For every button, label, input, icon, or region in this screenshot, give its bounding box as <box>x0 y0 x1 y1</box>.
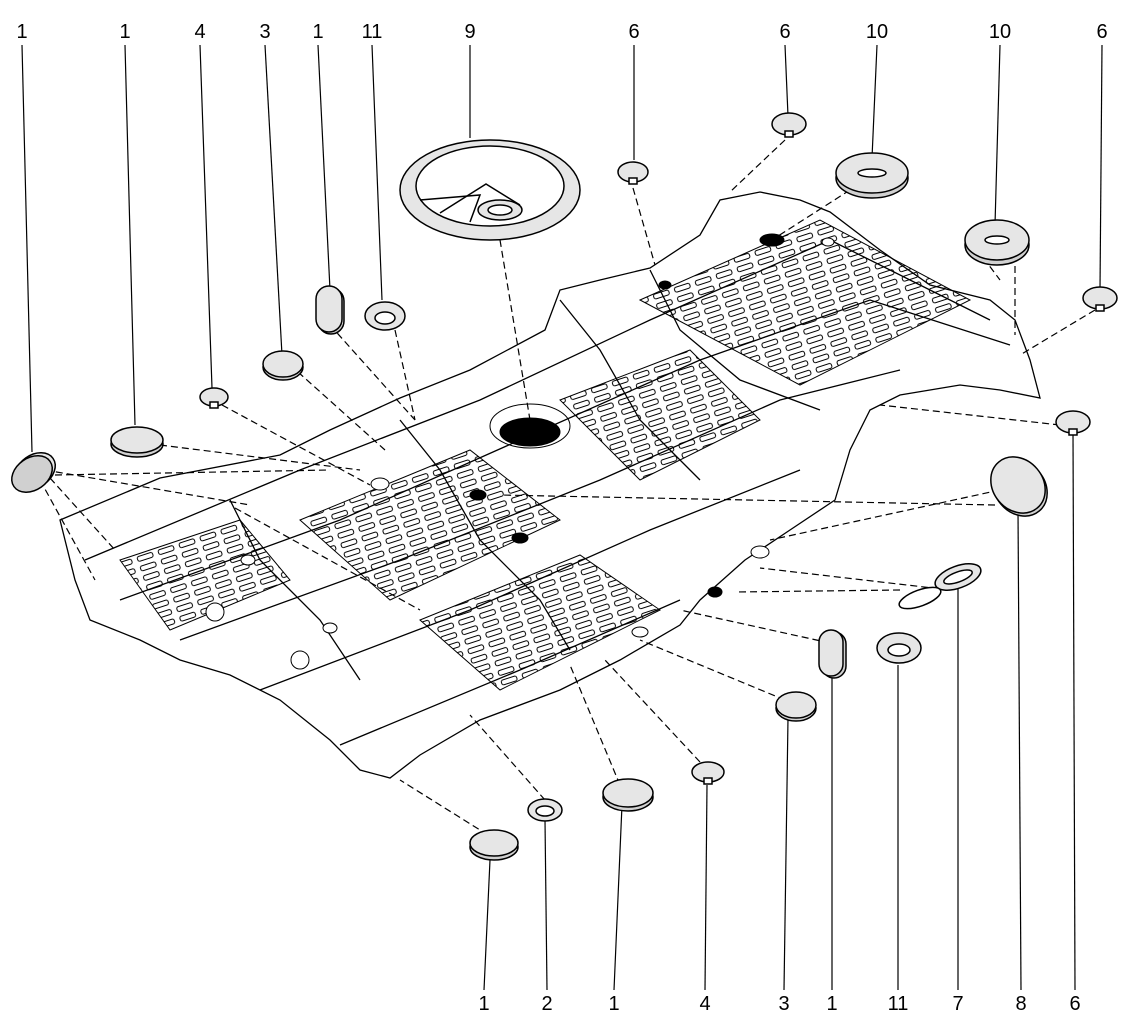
callout-label: 1 <box>16 21 28 43</box>
callout-label: 7 <box>952 993 964 1015</box>
cap-6-c <box>1082 286 1118 312</box>
ring-seal-9 <box>399 139 581 241</box>
plug-7 <box>898 563 982 610</box>
callout-label: 1 <box>608 993 620 1015</box>
parts <box>11 112 1118 861</box>
callout-label: 9 <box>464 21 476 43</box>
callout-label: 3 <box>778 993 790 1015</box>
plug-1-left <box>11 452 56 493</box>
plug-10-a <box>835 152 909 199</box>
callout-label: 6 <box>1096 21 1108 43</box>
callout-label: 2 <box>541 993 553 1015</box>
plug-1-oval-a <box>110 426 164 458</box>
callout-label: 1 <box>826 993 838 1015</box>
callout-label: 6 <box>628 21 640 43</box>
callout-label: 1 <box>478 993 490 1015</box>
plug-1-oval-b <box>602 778 654 812</box>
callout-label: 1 <box>119 21 131 43</box>
grommet-11-bottom <box>876 632 922 664</box>
callout-label: 6 <box>779 21 791 43</box>
floor-ribs <box>119 219 972 691</box>
callout-label: 8 <box>1015 993 1027 1015</box>
bottom-leader-lines <box>483 431 1076 991</box>
plug-1-oval-c <box>469 829 519 861</box>
grommet-11-top <box>364 301 406 331</box>
cap-3-top <box>262 350 304 381</box>
plug-1-vertical-a <box>315 285 345 335</box>
grommet-2 <box>527 798 563 822</box>
callout-label: 11 <box>887 993 909 1015</box>
cap-4-top <box>199 387 229 409</box>
plug-10-b <box>964 219 1030 266</box>
cap-6-a <box>617 161 649 185</box>
dashed-leaders <box>39 139 1096 836</box>
plug-8 <box>990 456 1048 517</box>
cap-6-b <box>771 112 807 138</box>
callout-label: 6 <box>1069 993 1081 1015</box>
callout-label: 11 <box>361 21 383 43</box>
floor-holes <box>205 233 835 670</box>
callout-label: 10 <box>988 21 1012 43</box>
cap-6-d <box>1055 410 1091 436</box>
cap-4-bottom <box>691 761 725 785</box>
cap-3-bottom <box>775 691 817 722</box>
top-leader-lines <box>21 44 1103 453</box>
callout-label: 3 <box>259 21 271 43</box>
callout-label: 1 <box>312 21 324 43</box>
callout-label: 4 <box>194 21 206 43</box>
callout-label: 4 <box>699 993 711 1015</box>
callout-label: 10 <box>865 21 889 43</box>
plug-1-vertical-b <box>818 629 847 679</box>
